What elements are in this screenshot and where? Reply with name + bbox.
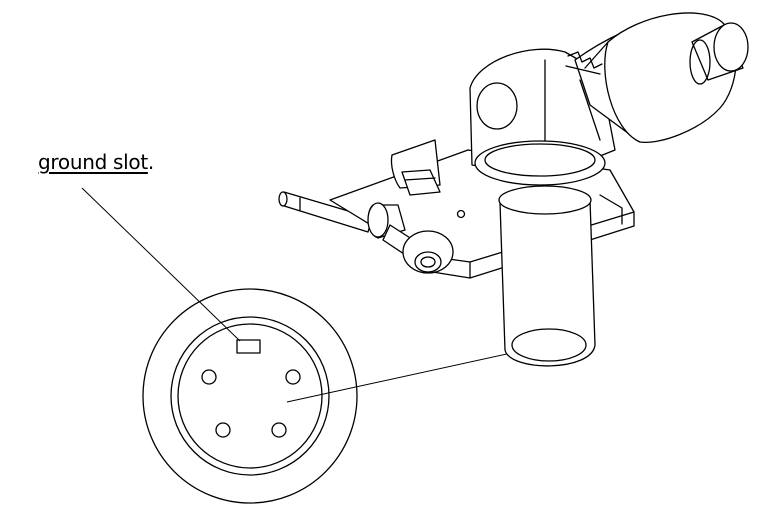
connector-pin-4 — [271, 422, 287, 438]
ground-slot — [236, 339, 261, 354]
ground-slot-label: ground slot. — [38, 150, 154, 174]
connector-pin-2 — [285, 369, 301, 385]
lever-rod — [278, 191, 373, 233]
mechanism-drawing — [278, 12, 749, 367]
connector-leader-line — [286, 344, 549, 403]
label-period: . — [147, 150, 154, 174]
connector-face-detail — [142, 288, 358, 504]
motor-shaft — [689, 22, 749, 85]
ground-slot-text: ground slot — [38, 150, 148, 174]
connector-outer-ring — [142, 288, 358, 504]
front-knob — [367, 202, 454, 274]
connector-pin-3 — [215, 422, 231, 438]
connector-pin-1 — [201, 369, 217, 385]
lower-cylinder — [498, 185, 596, 367]
connector-inner-ring-outer — [170, 316, 330, 476]
side-clamp — [390, 139, 441, 196]
connector-inner-ring-inner — [177, 323, 323, 469]
ground-slot-leader-line — [81, 187, 241, 342]
turret-ring — [474, 140, 606, 186]
